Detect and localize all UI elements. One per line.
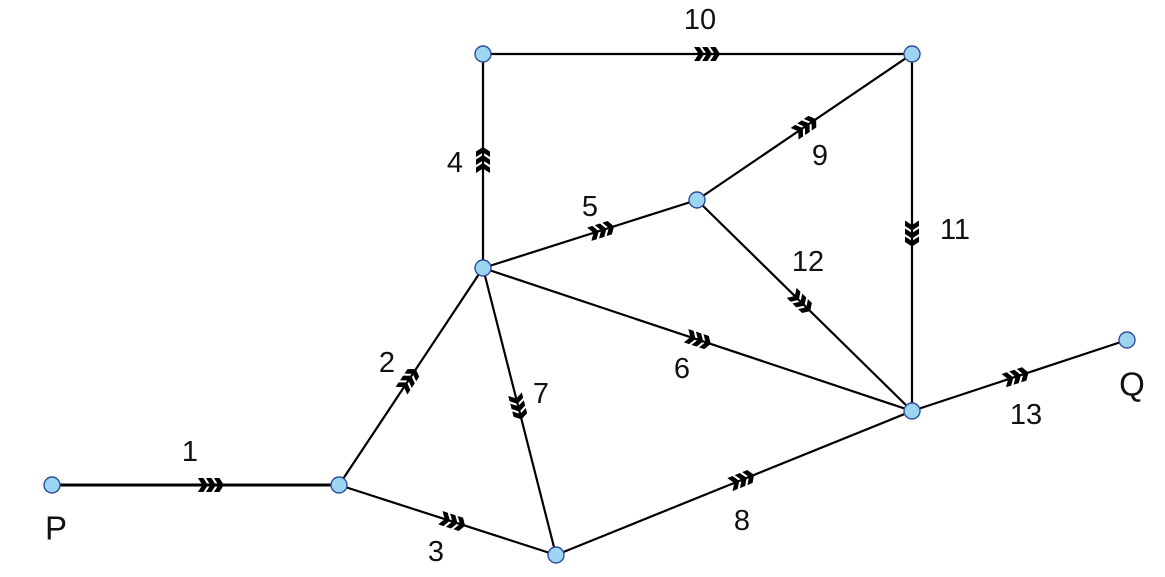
edge-6-direction-arrow-icon [683, 329, 711, 350]
edge-direction-markers [197, 47, 1029, 531]
edge-9-direction-arrow-icon [790, 115, 817, 140]
node-p [43, 476, 61, 494]
edge-label-9: 9 [812, 140, 828, 172]
edge-label-3: 3 [428, 536, 444, 568]
edge-5-direction-arrow-icon [587, 221, 615, 241]
nodes-layer [43, 45, 1136, 564]
edge-8-direction-arrow-icon [727, 470, 755, 492]
edge-1-direction-arrow-icon [197, 478, 224, 492]
node-g [688, 191, 706, 209]
sink-label: Q [1119, 366, 1145, 403]
edge-6 [482, 266, 913, 413]
edge-label-13: 13 [1010, 399, 1042, 431]
edge-3-direction-arrow-icon [438, 511, 466, 531]
node-a [330, 476, 348, 494]
node-e [474, 45, 492, 63]
node-b [547, 546, 565, 564]
edge-label-8: 8 [734, 505, 750, 537]
edge-12-direction-arrow-icon [786, 287, 812, 313]
edge-8 [555, 409, 913, 557]
edge-label-4: 4 [447, 147, 463, 179]
node-d [474, 259, 492, 277]
edge-10-direction-arrow-icon [694, 47, 721, 61]
edges-layer [52, 52, 1128, 557]
edge-label-6: 6 [674, 353, 690, 385]
source-label: P [45, 510, 67, 547]
edge-7-direction-arrow-icon [508, 392, 528, 420]
edge-label-7: 7 [533, 378, 549, 410]
node-q [1118, 331, 1136, 349]
edge-label-12: 12 [792, 246, 824, 278]
edge-13-direction-arrow-icon [1001, 367, 1029, 388]
edge-2-direction-arrow-icon [395, 369, 420, 395]
edge-11-direction-arrow-icon [905, 220, 919, 247]
edge-9 [696, 53, 913, 201]
node-f [903, 45, 921, 63]
edge-label-5: 5 [582, 191, 598, 223]
node-c [903, 402, 921, 420]
edge-label-2: 2 [379, 347, 395, 379]
edge-12 [696, 199, 913, 412]
edge-label-1: 1 [182, 436, 198, 468]
edge-5 [482, 198, 698, 270]
edge-4-direction-arrow-icon [476, 147, 490, 173]
edge-label-11: 11 [940, 214, 970, 246]
edge-label-10: 10 [684, 4, 716, 36]
